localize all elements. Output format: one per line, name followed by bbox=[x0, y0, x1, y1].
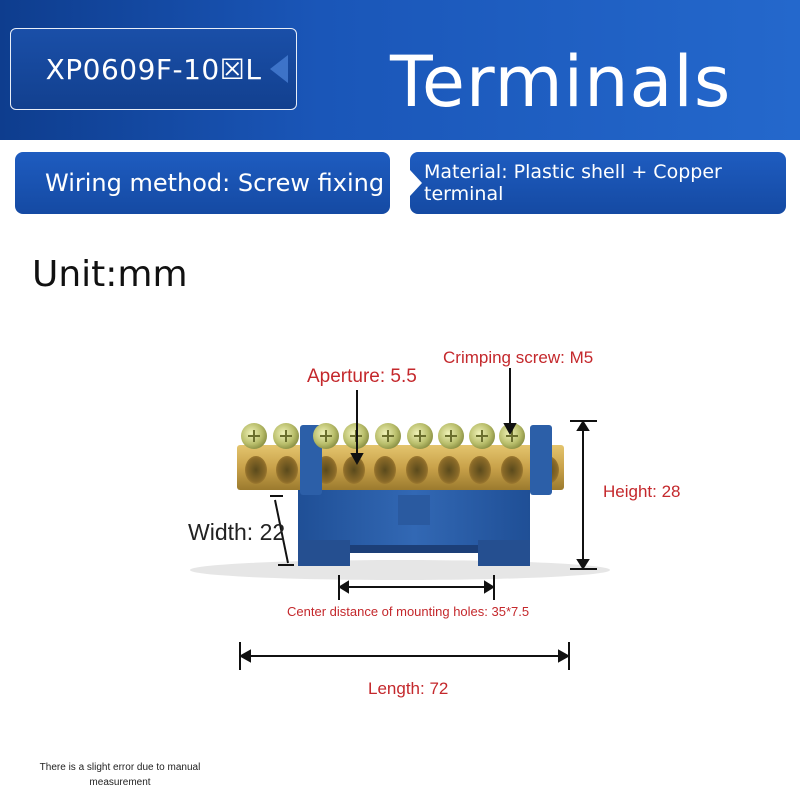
crimping-screws bbox=[241, 423, 525, 449]
wiring-method-text: Wiring method: Screw fixing bbox=[45, 169, 385, 197]
wiring-method-badge: Wiring method: Screw fixing bbox=[15, 152, 390, 214]
material-badge: Material: Plastic shell + Copper termina… bbox=[410, 152, 786, 214]
end-clip-right bbox=[530, 425, 552, 495]
length-label: Length: 72 bbox=[368, 679, 449, 698]
model-number-box: XP0609F-10☒L bbox=[10, 28, 297, 110]
plastic-mount bbox=[298, 478, 530, 566]
unit-label: Unit:mm bbox=[32, 254, 188, 295]
chevron-left-icon bbox=[270, 55, 288, 83]
page-title: Terminals bbox=[390, 41, 732, 123]
material-text: Material: Plastic shell + Copper termina… bbox=[424, 161, 722, 205]
height-label: Height: 28 bbox=[603, 482, 681, 501]
center-distance-label: Center distance of mounting holes: 35*7.… bbox=[287, 604, 530, 619]
model-number: XP0609F-10☒L bbox=[45, 52, 262, 86]
crimping-screw-label: Crimping screw: M5 bbox=[443, 348, 594, 367]
shadow bbox=[190, 560, 610, 580]
measurement-note: There is a slight error due to manual me… bbox=[39, 762, 201, 788]
dimension-lines bbox=[238, 368, 597, 670]
header-banner: XP0609F-10☒L Terminals bbox=[0, 0, 800, 140]
width-label: Width: 22 bbox=[188, 519, 286, 545]
notch-icon bbox=[410, 170, 422, 196]
aperture-label: Aperture: 5.5 bbox=[307, 366, 417, 387]
